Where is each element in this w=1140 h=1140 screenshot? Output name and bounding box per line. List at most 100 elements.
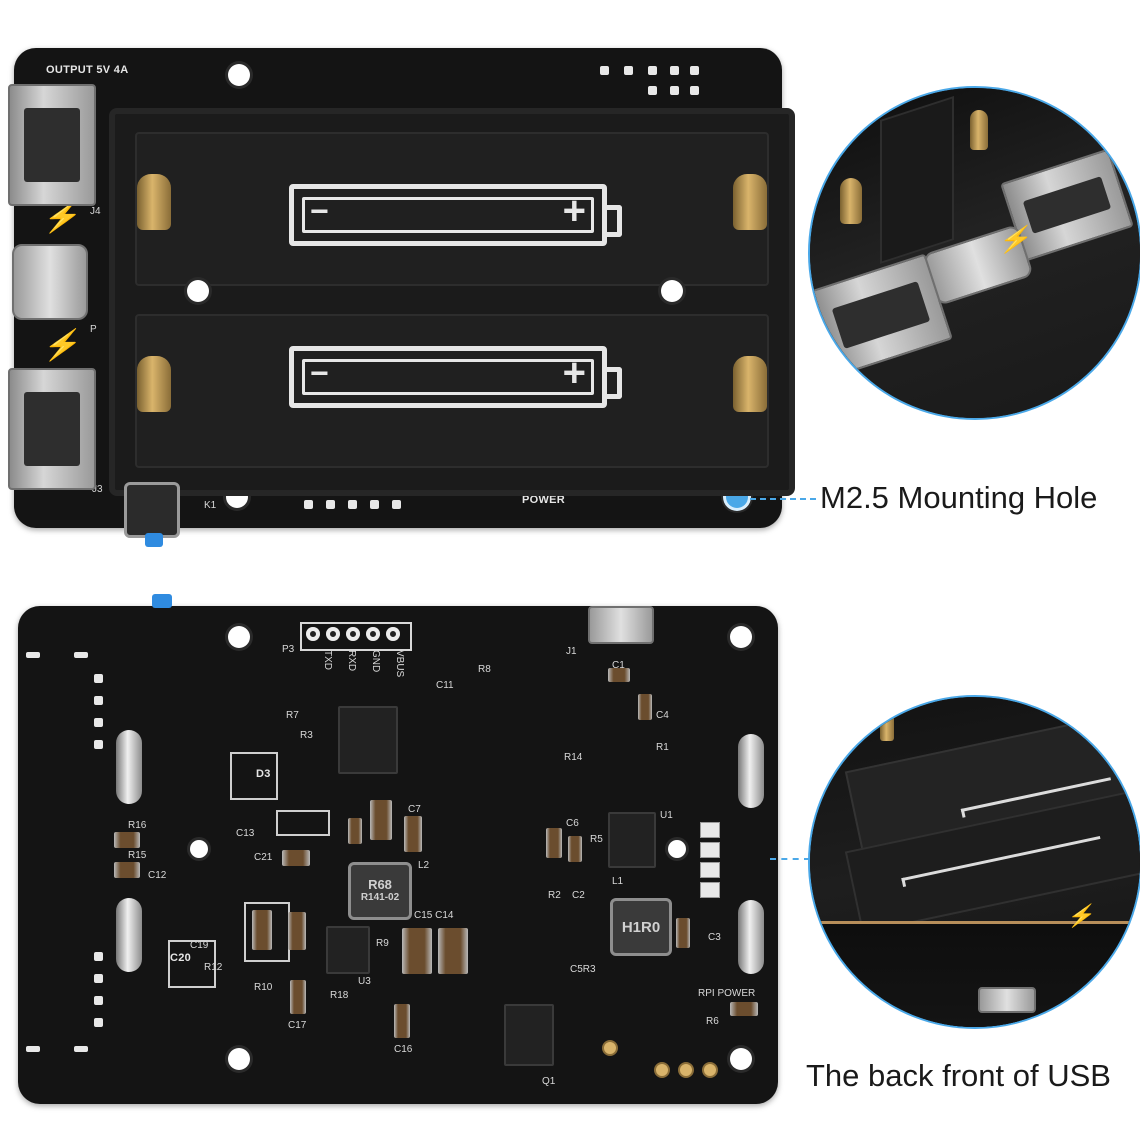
power-label: POWER: [522, 494, 566, 506]
pad: [690, 66, 699, 75]
board-edge: [810, 921, 1140, 1027]
pad: [94, 952, 103, 961]
r16-label: R16: [128, 820, 147, 831]
smd-capacitor: [252, 910, 272, 950]
smd-resistor: [568, 836, 582, 862]
pad: [348, 500, 357, 509]
battery-spring-contact: [970, 110, 988, 150]
smd-capacitor: [402, 928, 432, 974]
c20-label: C20: [170, 952, 192, 964]
usb-a-port: [8, 84, 96, 206]
pad: [670, 66, 679, 75]
pad: [690, 86, 699, 95]
lightning-icon: ⚡: [996, 224, 1036, 254]
crystal: [116, 730, 142, 804]
l1-label: L1: [612, 876, 624, 887]
usb-a-port: [8, 368, 96, 490]
c6-label: C6: [566, 818, 579, 829]
edge-pad: [26, 652, 40, 658]
smd-resistor: [638, 694, 652, 720]
c4-label: C4: [656, 710, 669, 721]
u1-label: U1: [660, 810, 673, 821]
output-label: OUTPUT 5V 4A: [46, 64, 129, 76]
serial-header: [300, 622, 412, 651]
c16-label: C16: [394, 1044, 413, 1055]
callout-line: [770, 858, 810, 860]
battery-spring-contact: [880, 707, 894, 741]
micro-usb-port: [588, 606, 654, 644]
c5r3-label: C5R3: [570, 964, 596, 975]
led-indicator-bar: [700, 822, 720, 902]
smd-capacitor: [282, 850, 310, 866]
smd-resistor: [730, 1002, 758, 1016]
pad: [94, 996, 103, 1005]
c15c14-label: C15 C14: [414, 910, 454, 921]
holder-hole: [187, 280, 209, 302]
pad: [624, 66, 633, 75]
ic-chip-q1: [504, 1004, 554, 1066]
component-outline: [168, 940, 216, 988]
battery-spring-contact: [840, 178, 862, 224]
pad: [648, 86, 657, 95]
c21-label: C21: [254, 852, 273, 863]
plus-sign: +: [562, 189, 586, 233]
zoom-back-usb: ⚡: [808, 695, 1140, 1029]
zoom-usb-ports: ⚡: [808, 86, 1140, 420]
edge-pad: [26, 1046, 40, 1052]
r6-label: R6: [706, 1016, 719, 1027]
pad: [326, 500, 335, 509]
smd-capacitor: [370, 800, 392, 840]
smd-capacitor: [676, 918, 690, 948]
back-usb-callout: The back front of USB: [806, 1058, 1111, 1093]
smd-resistor: [546, 828, 562, 858]
battery-spring-contact: [733, 174, 767, 230]
r14-label: R14: [564, 752, 583, 763]
battery-icon: − +: [289, 184, 622, 246]
pad: [94, 740, 103, 749]
ic-chip-u1: [608, 812, 656, 868]
via-hole: [190, 840, 208, 858]
header-pin-gnd: GND: [370, 650, 381, 673]
via-hole: [668, 840, 686, 858]
c2-label: C2: [572, 890, 585, 901]
c12-label: C12: [148, 870, 167, 881]
smd-capacitor: [438, 928, 468, 974]
plus-sign: +: [562, 351, 586, 395]
battery-spring-contact: [733, 356, 767, 412]
crystal: [738, 734, 764, 808]
q1-label: Q1: [542, 1076, 556, 1087]
smd-capacitor: [288, 912, 306, 950]
edge-pad: [74, 1046, 88, 1052]
pad: [370, 500, 379, 509]
pad: [670, 86, 679, 95]
component-outline: [230, 752, 278, 800]
p-label: P: [90, 324, 97, 335]
minus-sign: −: [310, 193, 329, 229]
r12-label: R12: [204, 962, 223, 973]
smd-resistor: [348, 818, 362, 844]
header-pin-txd: TXD: [322, 650, 333, 670]
r9-label: R9: [376, 938, 389, 949]
ic-chip: [326, 926, 370, 974]
header-pin-rxd: RXD: [346, 650, 357, 672]
c3-label: C3: [708, 932, 721, 943]
c13-label: C13: [236, 828, 255, 839]
mounting-hole: [730, 1048, 752, 1070]
pad: [94, 718, 103, 727]
pad: [94, 974, 103, 983]
battery-holder: − + − +: [109, 108, 795, 496]
pad: [392, 500, 401, 509]
inductor-l1: H1R0: [610, 898, 672, 956]
pcb-bottom-view: P3 TXD RXD GND VBUS J1 R68 R141-02 H1R0: [18, 606, 778, 1104]
pad: [94, 1018, 103, 1027]
mounting-hole: [228, 64, 250, 86]
r1-label: R1: [656, 742, 669, 753]
j1-label: J1: [566, 646, 577, 657]
holder-hole: [661, 280, 683, 302]
battery-slot-2: − +: [135, 314, 769, 468]
j3-label: J3: [92, 484, 103, 495]
gold-pin-header: [654, 1062, 726, 1083]
l2-label: L2: [418, 860, 430, 871]
u3-label: U3: [358, 976, 371, 987]
battery-slot-1: − +: [135, 132, 769, 286]
